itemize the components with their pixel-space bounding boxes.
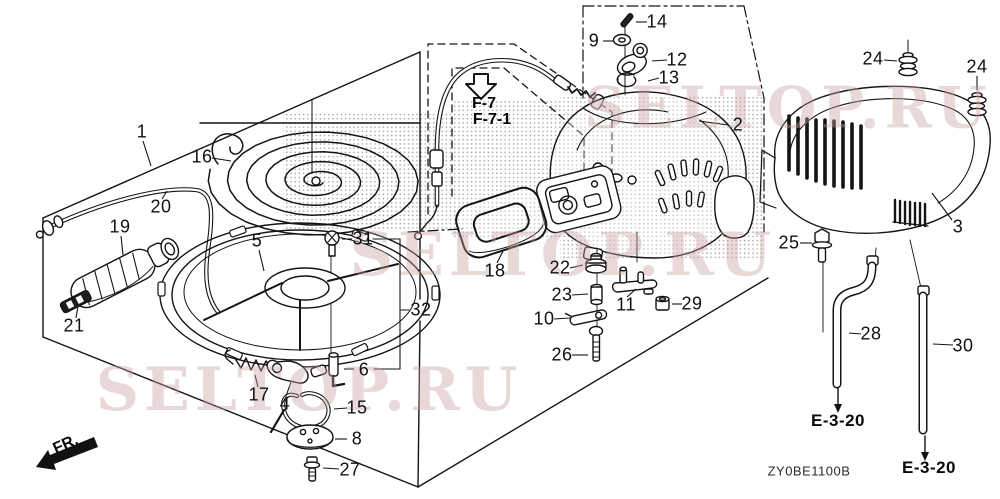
f-7-arrow-icon (465, 73, 497, 100)
leader-line-10 (553, 317, 571, 320)
grommets (898, 39, 987, 117)
cable-dashed-box (407, 43, 613, 233)
starter-reel (157, 222, 441, 368)
leader-line-16 (211, 157, 232, 162)
pawl-parts (224, 349, 346, 388)
diagram-code: ZY0BE1100B (767, 463, 851, 479)
starter-handle (70, 237, 180, 309)
subassembly-dashdot-box (582, 5, 765, 233)
fr-direction-arrow-icon (36, 437, 98, 470)
leader-line-19 (120, 235, 124, 256)
leader-line-21 (75, 305, 79, 319)
leader-line-17 (254, 374, 259, 388)
leader-line-4 (285, 381, 292, 397)
leader-line-18 (496, 250, 504, 264)
leader-line-20 (161, 190, 168, 200)
leader-line-3 (931, 192, 953, 221)
leader-line-22 (569, 264, 584, 269)
spiral-spring (207, 131, 419, 236)
leader-line-15 (333, 407, 348, 410)
leader-line-11 (626, 288, 637, 298)
center-fasteners (564, 231, 670, 362)
case-vents (654, 158, 724, 214)
starter-rope (35, 187, 221, 315)
starter-case (536, 91, 755, 262)
leader-line-13 (647, 77, 660, 82)
leader-line-1 (142, 140, 152, 167)
e-3-20-arrows (834, 387, 929, 461)
leader-line-23 (571, 293, 589, 296)
leader-line-27 (322, 467, 340, 470)
leader-line-5 (258, 249, 265, 272)
drain-parts (811, 228, 930, 435)
leader-line-12 (651, 59, 668, 62)
throttle-cable (413, 57, 605, 241)
leader-line-30 (932, 343, 954, 346)
ratchet-parts (612, 13, 648, 96)
friction-parts (269, 391, 334, 482)
under-cover (759, 85, 991, 234)
leader-line-28 (848, 332, 862, 335)
seal-18 (455, 186, 548, 259)
leader-line-24 (883, 59, 898, 62)
leader-line-2 (698, 120, 729, 126)
